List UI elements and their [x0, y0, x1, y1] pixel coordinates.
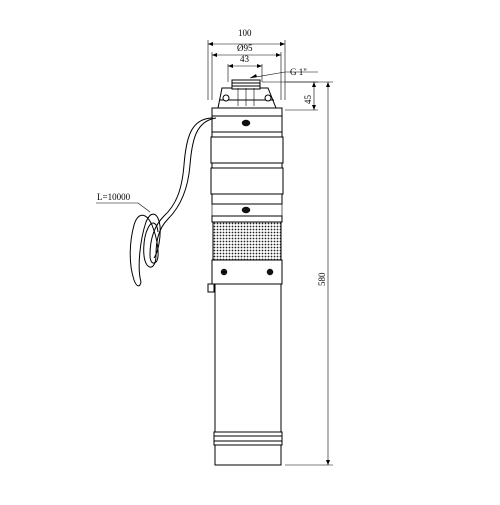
upper-motor-section — [210, 107, 284, 223]
dimension-580-label: 580 — [317, 272, 327, 286]
lower-coupling — [207, 259, 283, 293]
intake-screen — [212, 221, 282, 261]
thread-callout: G 1" — [249, 67, 318, 79]
motor-body — [213, 283, 283, 466]
discharge-head — [217, 79, 277, 109]
cable-length-label: L=10000 — [97, 192, 131, 202]
thread-label: G 1" — [290, 67, 307, 77]
upper-screw — [241, 119, 251, 127]
dimension-45-label: 45 — [303, 95, 313, 105]
middle-screw — [241, 206, 251, 214]
dimension-43: 43 — [227, 54, 263, 82]
dimension-580: 580 — [285, 81, 333, 466]
dimension-43-label: 43 — [240, 54, 250, 64]
dimension-100: 100 — [207, 28, 286, 100]
power-cable — [129, 117, 217, 287]
left-bolt — [220, 268, 228, 276]
dimension-diameter-95: Ø95 — [211, 43, 282, 100]
dimension-diameter-95-label: Ø95 — [237, 43, 253, 53]
dimension-100-label: 100 — [238, 28, 252, 38]
right-bolt — [266, 268, 274, 276]
cable-length-callout: L=10000 — [96, 192, 151, 213]
